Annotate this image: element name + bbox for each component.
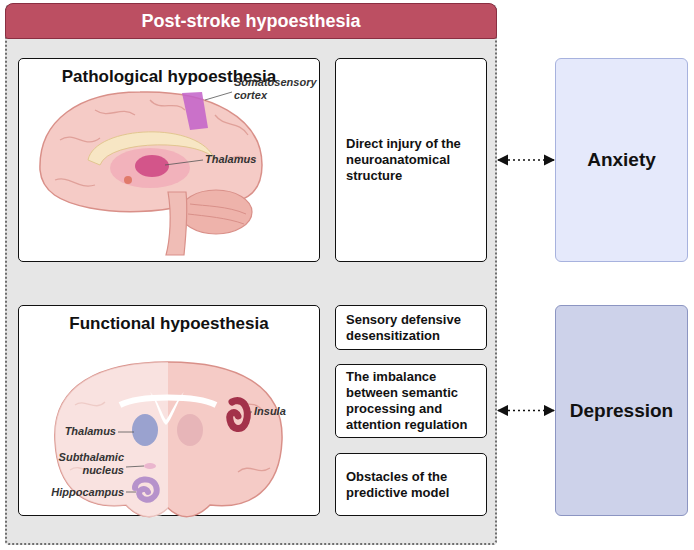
outcome-box: Anxiety [555, 58, 688, 262]
leader-line [250, 412, 252, 413]
subthalamic-nucleus-shape [144, 463, 156, 469]
structure-label: Hippocampus [40, 486, 124, 499]
structure-label: Thalamus [205, 153, 275, 166]
thalamus-shape [132, 414, 158, 446]
box-label: Anxiety [587, 149, 656, 171]
mechanism-box: Obstacles of the predictive model [335, 453, 487, 516]
mechanism-box: Direct injury of the neuroanatomical str… [335, 58, 487, 262]
somatosensory-cortex-area [182, 92, 208, 130]
brain-outline [40, 92, 262, 212]
panel-title: Functional hypoesthesia [19, 314, 319, 334]
limbic-area [110, 148, 190, 188]
structure-label: Subthalamic nucleus [40, 451, 124, 477]
dotted-connector [498, 410, 554, 412]
ventricle [150, 392, 184, 425]
thalamus-shape [135, 155, 169, 177]
insula-shape [230, 401, 248, 429]
mechanism-box: Sensory defensive desensitization [335, 305, 487, 350]
group-header: Post-stroke hypoesthesia [5, 3, 497, 39]
sagittal-brain [40, 92, 262, 255]
cerebellum [180, 190, 252, 234]
corpus-callosum [120, 398, 216, 406]
leader-line [118, 432, 134, 433]
leader-line [126, 466, 144, 467]
cerebellum-folia [188, 204, 246, 224]
box-label: Sensory defensive desensitization [346, 312, 476, 344]
box-label: The imbalance between semantic processin… [346, 369, 476, 433]
box-label: Obstacles of the predictive model [346, 469, 476, 501]
structure-label: Insula [254, 405, 304, 418]
structure-label: Thalamus [50, 425, 116, 438]
outcome-box: Depression [555, 305, 688, 516]
illustration-panel: Pathological hypoesthesia [18, 58, 320, 262]
leader-line [165, 160, 203, 165]
brainstem [166, 192, 187, 255]
gyri-lines [55, 100, 256, 186]
small-nucleus [124, 176, 132, 184]
box-label: Direct injury of the neuroanatomical str… [346, 136, 476, 184]
dotted-connector [498, 159, 554, 161]
box-label: Depression [570, 400, 673, 422]
connector-layer [498, 160, 554, 411]
mechanism-box: The imbalance between semantic processin… [335, 364, 487, 438]
structure-label: Somatosensory cortex [234, 76, 314, 102]
hippocampus-shape [135, 479, 157, 499]
leader-line [205, 92, 232, 100]
corpus-callosum [88, 132, 215, 165]
leader-line [126, 492, 136, 493]
thalamus-shape [177, 414, 203, 446]
